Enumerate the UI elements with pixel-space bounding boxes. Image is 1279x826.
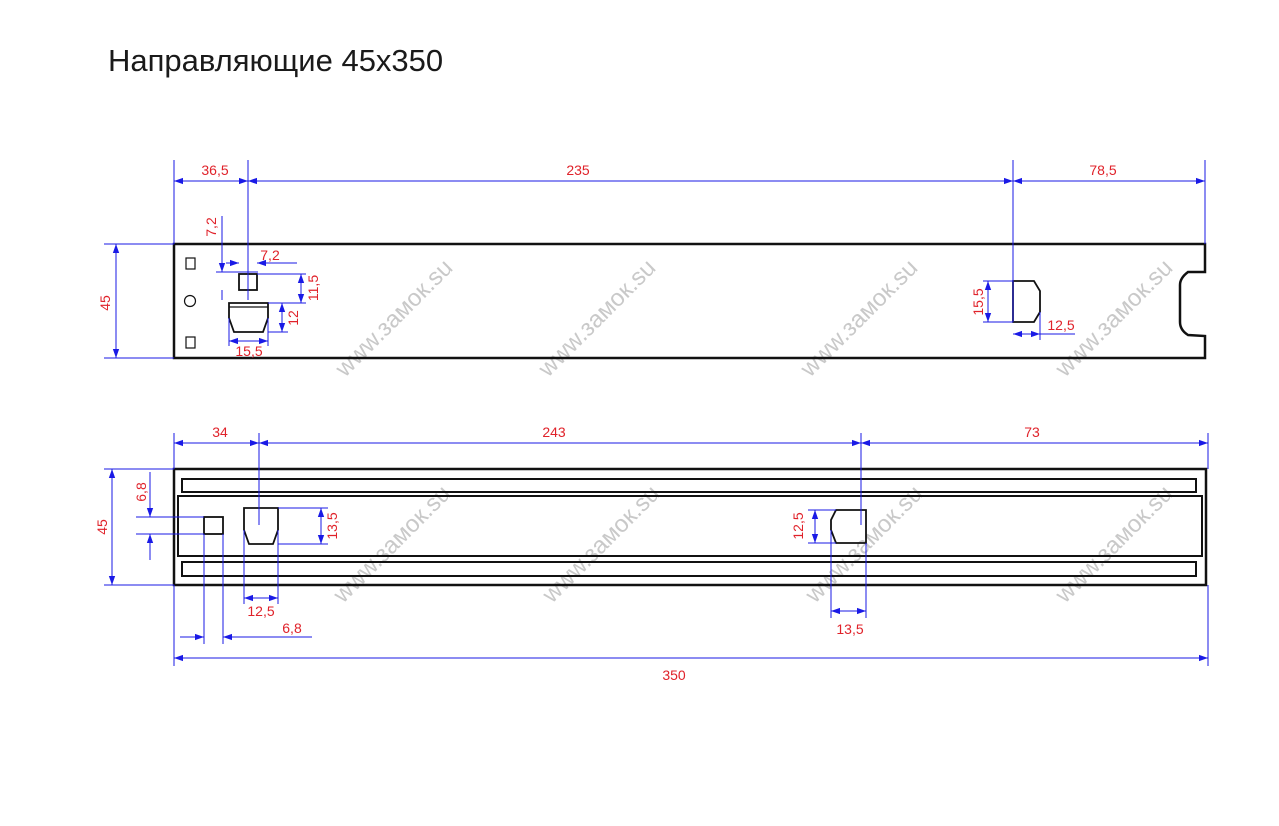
dim-label: 15,5 xyxy=(970,288,986,315)
dim-label: 12,5 xyxy=(1047,317,1074,333)
lower-channel xyxy=(181,561,1197,577)
left-tab xyxy=(243,507,279,545)
dim-label: 235 xyxy=(566,162,590,178)
top-rail-outline xyxy=(172,242,1207,360)
dim-label: 12 xyxy=(285,310,301,326)
small-square-hole xyxy=(203,516,224,535)
dim-label: 7,2 xyxy=(203,217,219,237)
dim-label: 6,8 xyxy=(133,482,149,502)
dim-label: 7,2 xyxy=(260,247,280,263)
dim-label: 78,5 xyxy=(1089,162,1116,178)
dim-label: 350 xyxy=(662,667,686,683)
watermark: www.замок.su xyxy=(1049,480,1178,609)
dim-label: 73 xyxy=(1024,424,1040,440)
watermark: www.замок.su xyxy=(794,254,923,383)
right-tab xyxy=(1012,280,1041,323)
dim-label: 36,5 xyxy=(201,162,228,178)
bottom-rail-outline xyxy=(172,467,1208,587)
dim-label: 13,5 xyxy=(836,621,863,637)
dim-label: 45 xyxy=(94,519,110,535)
watermark: www.замок.su xyxy=(799,480,928,609)
watermark: www.замок.su xyxy=(532,254,661,383)
square-hole xyxy=(185,257,196,270)
dim-label: 13,5 xyxy=(324,512,340,539)
drawing-title: Направляющие 45x350 xyxy=(108,43,443,78)
bottom-view: 34 243 73 45 6,8 6,8 13,5 12,5 1 xyxy=(94,424,1209,683)
dim-label: 15,5 xyxy=(235,343,262,359)
round-hole xyxy=(183,294,197,308)
dim-label: 6,8 xyxy=(282,620,302,636)
upper-channel xyxy=(181,478,1197,493)
dim-label: 45 xyxy=(97,295,113,311)
dim-label: 12,5 xyxy=(247,603,274,619)
dim-label: 11,5 xyxy=(305,275,321,301)
dim-label: 243 xyxy=(542,424,566,440)
watermark: www.замок.su xyxy=(329,254,458,383)
square-hole xyxy=(185,336,196,349)
top-view: 36,5 235 78,5 45 7,2 7,2 11,5 12 15,5 xyxy=(97,160,1207,360)
dim-label: 12,5 xyxy=(790,512,806,539)
watermark: www.замок.su xyxy=(536,480,665,609)
watermark: www.замок.su xyxy=(327,480,456,609)
dim-label: 34 xyxy=(212,424,228,440)
